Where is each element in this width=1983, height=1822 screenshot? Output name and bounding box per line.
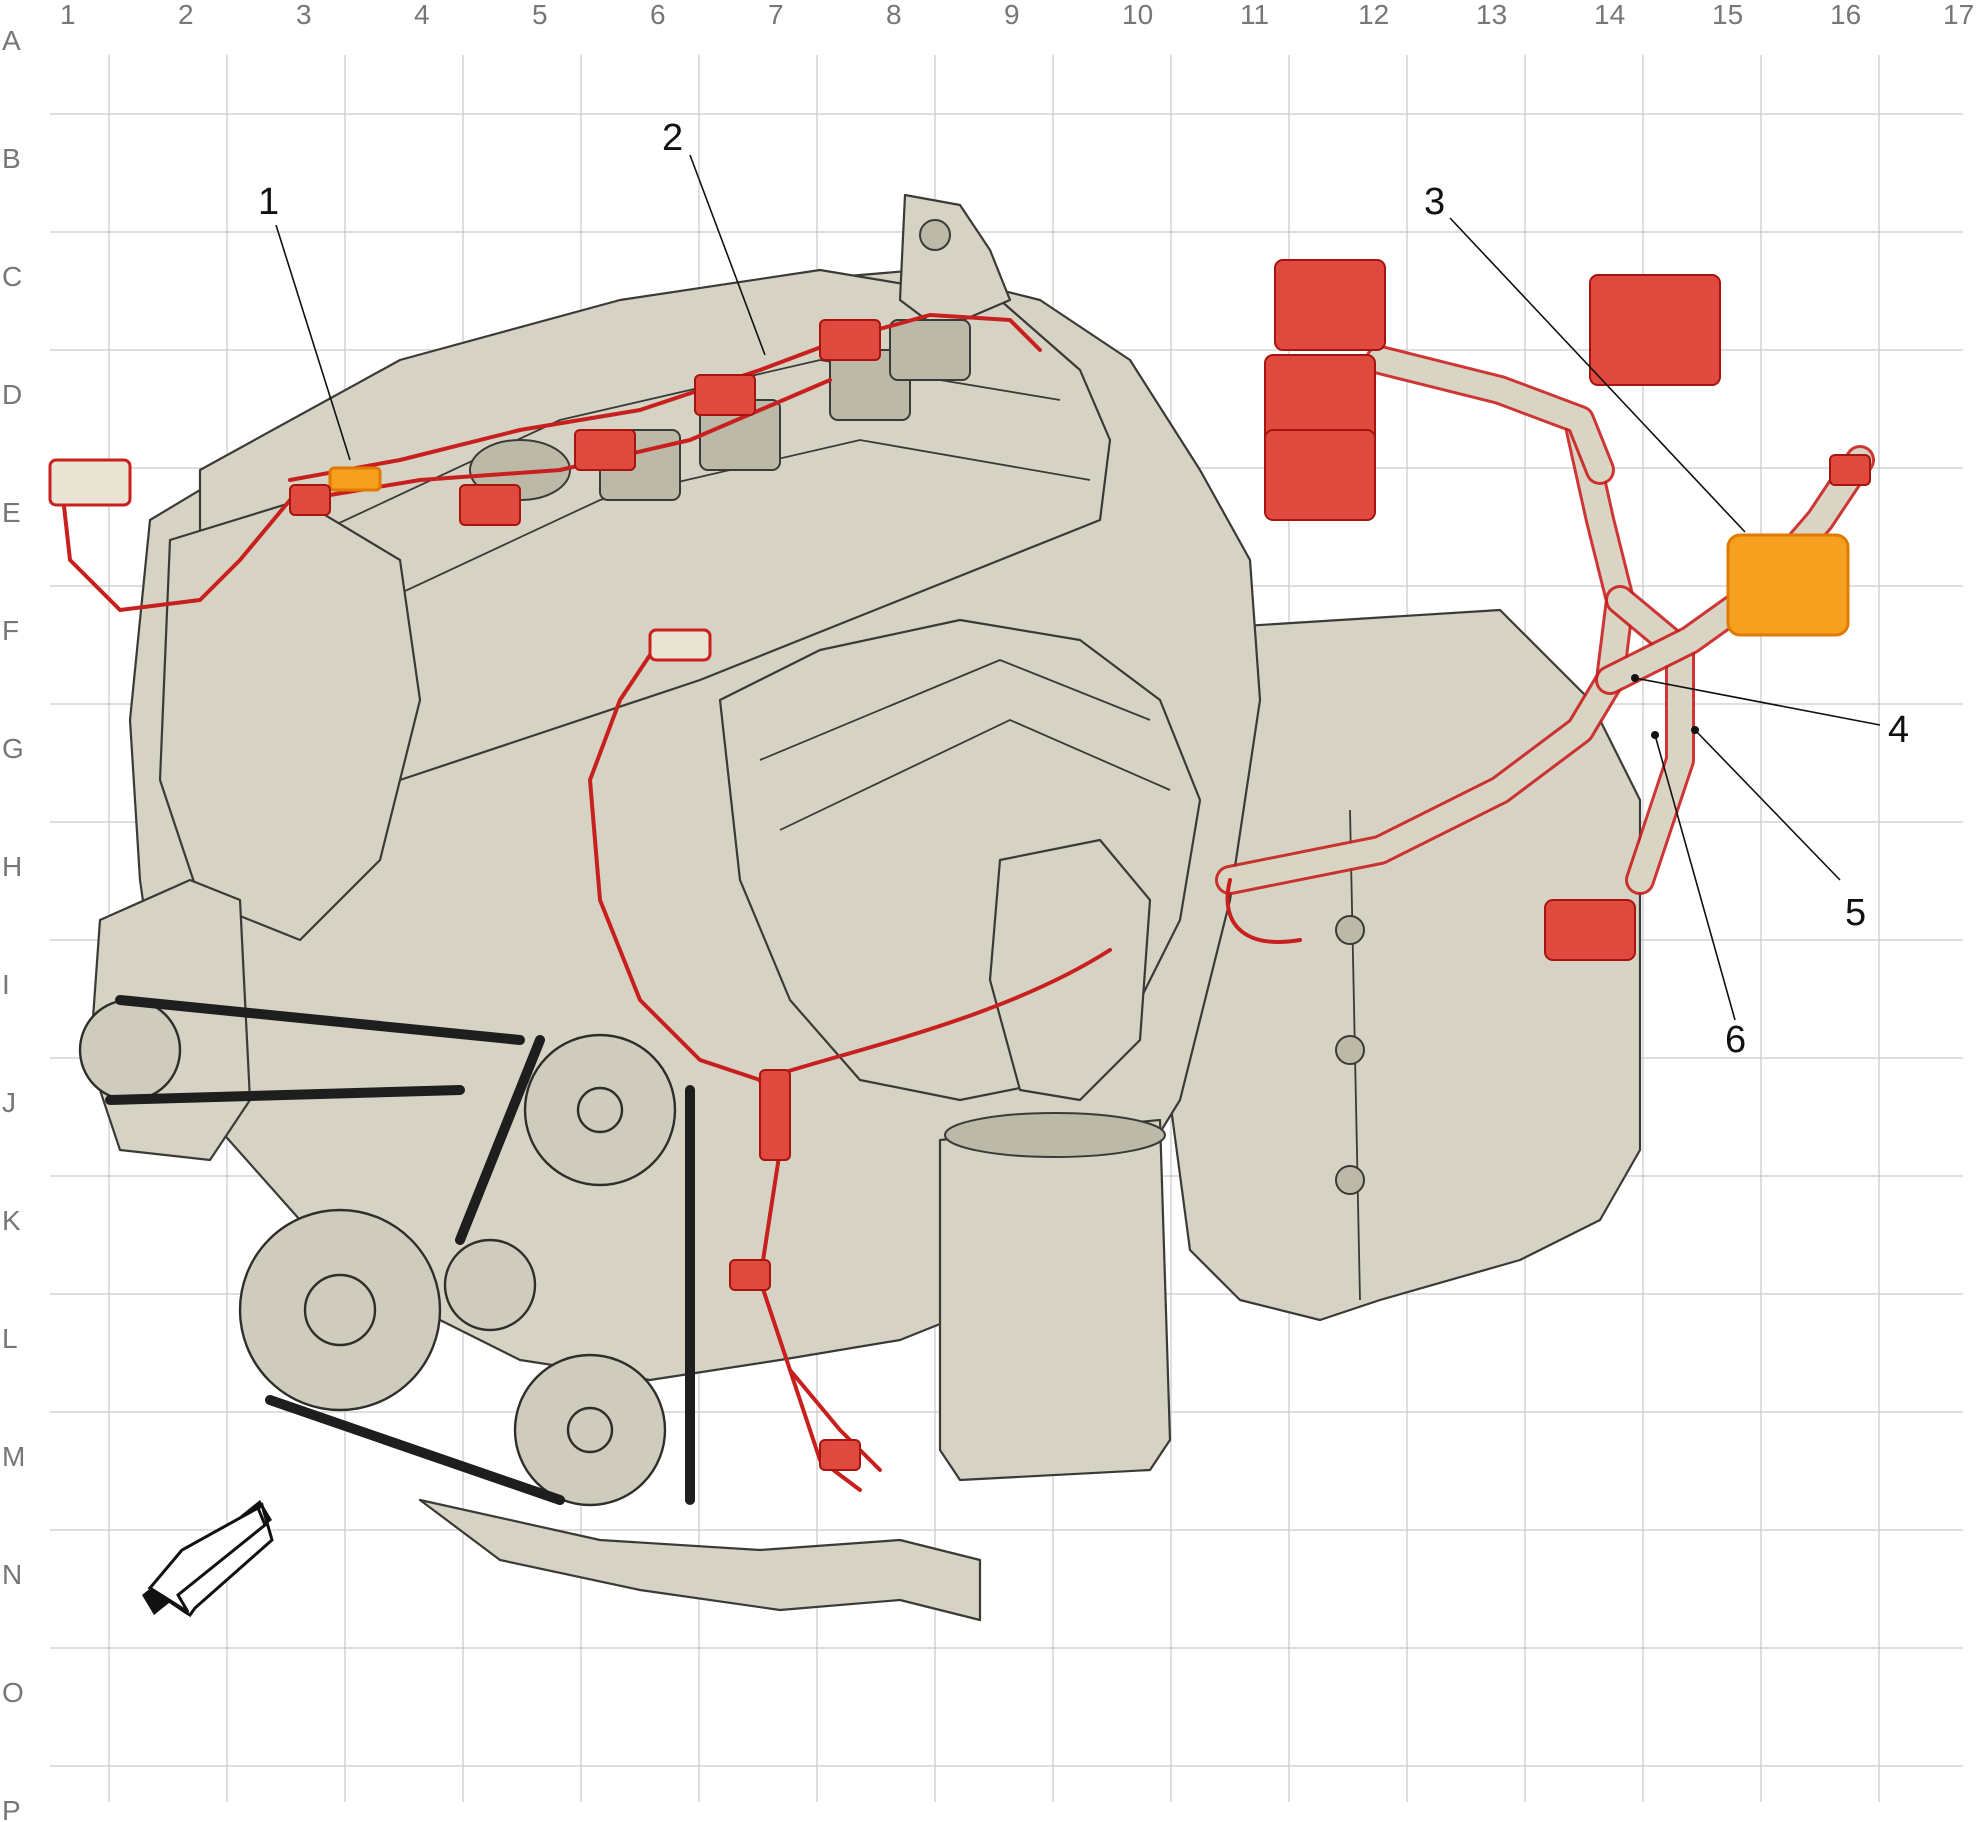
row-label: G [2, 733, 24, 764]
intake-runner [759, 659, 1151, 761]
leader-6 [1654, 734, 1736, 1021]
callout-leaders [275, 154, 1881, 1021]
leader-1 [275, 224, 351, 461]
transmission-bolt [1335, 915, 1365, 945]
callout-2: 2 [662, 117, 683, 159]
column-label: 13 [1476, 0, 1507, 30]
oil-pan [418, 1498, 982, 1622]
row-label: I [2, 969, 10, 1000]
leader-5 [1694, 729, 1841, 881]
crankshaft-pulley-hub [303, 1273, 377, 1347]
column-label: 14 [1594, 0, 1625, 30]
row-label: K [2, 1205, 21, 1236]
coil-connector [819, 319, 881, 361]
callout-5: 5 [1845, 892, 1866, 934]
left-sensor-connector [48, 458, 132, 507]
engine-illustration [78, 193, 1642, 1622]
ignition-coil [889, 319, 971, 381]
column-label: 4 [414, 0, 430, 30]
fuse-block-connector [1589, 274, 1721, 386]
callout-4: 4 [1888, 709, 1909, 751]
row-label: E [2, 497, 21, 528]
column-label: 2 [178, 0, 194, 30]
lower-sensor-connector [819, 1439, 861, 1471]
row-label: F [2, 615, 19, 646]
column-label: 17 [1943, 0, 1974, 30]
column-label: 8 [886, 0, 902, 30]
callout-3: 3 [1424, 181, 1445, 223]
harness-to-sensor [788, 1368, 862, 1492]
leader-3 [1449, 217, 1746, 533]
row-label: M [2, 1441, 25, 1472]
row-label: L [2, 1323, 18, 1354]
row-label: P [2, 1795, 21, 1822]
lower-sensor-connector [729, 1259, 771, 1291]
column-label: 1 [60, 0, 76, 30]
row-label: C [2, 261, 22, 292]
lifting-bracket-hole [919, 219, 951, 251]
callout-6: 6 [1725, 1019, 1746, 1061]
sensor-connector [289, 484, 331, 516]
column-label: 5 [532, 0, 548, 30]
oil-filter [938, 1118, 1172, 1482]
throttle-connector [759, 1069, 791, 1161]
harness-upper-tail [928, 313, 1042, 352]
tensioner-pulley [443, 1238, 537, 1332]
highlighted-connector-3 [1726, 533, 1850, 637]
column-label: 11 [1240, 0, 1269, 30]
right-branch-connector [1829, 454, 1871, 486]
intake-runner [779, 719, 1171, 831]
leader-6-dot [1651, 731, 1659, 739]
serpentine-belt [105, 995, 695, 1505]
leader-4 [1634, 677, 1881, 726]
coil-connector [574, 429, 636, 471]
row-labels: A B C D E F G H I J K L M N O P [2, 25, 25, 1822]
leader-4-dot [1631, 674, 1639, 682]
highlighted-connector-1 [328, 466, 382, 492]
row-label: A [2, 25, 21, 56]
column-label: 7 [768, 0, 784, 30]
clip-connector [648, 628, 712, 662]
column-label: 16 [1830, 0, 1861, 30]
column-label: 6 [650, 0, 666, 30]
ac-compressor-hub [566, 1406, 614, 1454]
callout-1: 1 [258, 181, 279, 223]
front-direction-arrow-icon [142, 1500, 274, 1617]
column-label: 12 [1358, 0, 1389, 30]
ecm-connector-upper [1274, 259, 1386, 351]
column-label: 10 [1122, 0, 1153, 30]
row-label: D [2, 379, 22, 410]
row-label: O [2, 1677, 24, 1708]
leader-5-dot [1691, 726, 1699, 734]
transmission-bolt [1335, 1035, 1365, 1065]
transmission-connector [1544, 899, 1636, 961]
column-label: 3 [296, 0, 312, 30]
left-harness-run [58, 468, 292, 612]
water-pump-pulley-hub [576, 1086, 624, 1134]
front-harness-drop [588, 638, 882, 1472]
leader-2 [689, 154, 766, 356]
harness-connectors [48, 259, 1871, 1471]
transmission-bolt [1335, 1165, 1365, 1195]
coil-connector [694, 374, 756, 416]
timing-cover [158, 498, 422, 942]
harness-lower-loop [1225, 878, 1302, 944]
harness-to-throttle [758, 948, 1112, 1082]
column-label: 15 [1712, 0, 1743, 30]
row-label: J [2, 1087, 16, 1118]
coil-connector [459, 484, 521, 526]
row-label: H [2, 851, 22, 882]
throttle-body-opening [988, 838, 1152, 1102]
row-label: N [2, 1559, 22, 1590]
oil-filter-top [944, 1112, 1166, 1158]
alternator-pulley [78, 998, 182, 1102]
ecm-connector-lower [1264, 429, 1376, 521]
callout-labels: 1 2 3 4 5 6 [258, 117, 1909, 1061]
row-label: B [2, 143, 21, 174]
column-label: 9 [1004, 0, 1020, 30]
wiring-harness [58, 313, 1875, 1492]
